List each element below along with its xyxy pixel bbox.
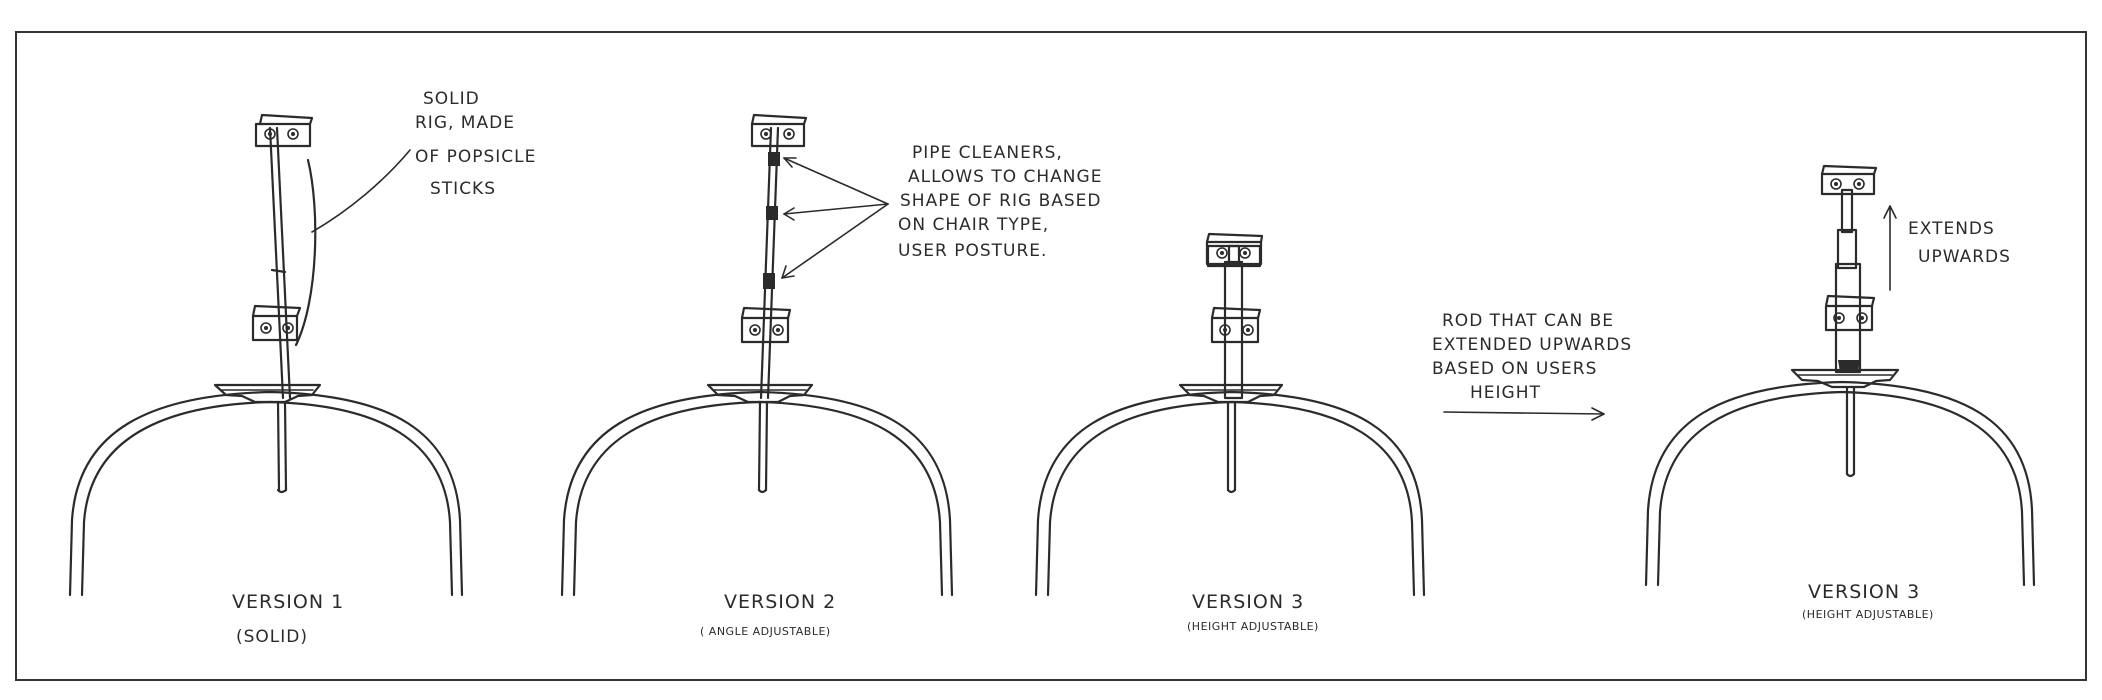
caption-version-3: VERSION 3 [1192,591,1304,613]
right-arrow-icon [1443,407,1605,421]
sketch-version-2: PIPE CLEANERS, ALLOWS TO CHANGE SHAPE OF… [560,113,1102,638]
camera-lower [1824,294,1876,332]
pipe-cleaner-joint [768,152,780,166]
annotation-solid-rig-line-4: STICKS [430,179,496,199]
annotation-pipe-cleaners-line-2: ALLOWS TO CHANGE [908,167,1102,187]
caption-version-1: VERSION 1 [232,591,344,613]
camera-lower [1210,306,1262,344]
annotation-rod-line-3: BASED ON USERS [1432,359,1597,379]
pipe-cleaner-joints [763,152,780,289]
up-arrow-icon [1883,205,1897,291]
solid-rig-bracket-and-leader [294,149,411,347]
subcaption-version-2: ( ANGLE ADJUSTABLE) [700,625,831,638]
telescopic-rod-extended [1834,188,1862,478]
sketch-version-3-extended: EXTENDS UPWARDS VERSION 3 (HEIGHT ADJUST… [1644,164,2036,621]
chair-back-outline [560,390,954,597]
mount-bracket [706,383,814,404]
camera-lower [251,304,302,342]
pipe-cleaner-arrows [781,157,889,279]
subcaption-version-3-extended: (HEIGHT ADJUSTABLE) [1802,608,1934,621]
rig-rod [268,126,292,494]
chair-back-outline [68,390,464,597]
rod-extension-note: ROD THAT CAN BE EXTENDED UPWARDS BASED O… [1432,311,1632,421]
annotation-extends-line-2: UPWARDS [1918,247,2011,267]
sketch-version-1: SOLID RIG, MADE OF POPSICLE STICKS VERSI… [68,89,536,647]
camera-top [1820,164,1878,196]
sketch-version-3: VERSION 3 (HEIGHT ADJUSTABLE) [1034,232,1426,633]
annotation-extends-line-1: EXTENDS [1908,219,1995,239]
chair-back-outline [1034,390,1426,597]
caption-version-3-extended: VERSION 3 [1808,581,1920,603]
annotation-pipe-cleaners-line-3: SHAPE OF RIG BASED [900,191,1101,211]
telescopic-rod [1223,244,1244,494]
mount-bracket [1790,368,1900,389]
pipe-cleaner-joint [763,273,775,289]
camera-top [254,113,314,148]
subcaption-version-3: (HEIGHT ADJUSTABLE) [1187,620,1319,633]
camera-top [1205,232,1264,268]
pipe-cleaner-joint [766,206,778,220]
annotation-rod-line-1: ROD THAT CAN BE [1442,311,1614,331]
mount-bracket [1178,383,1284,404]
annotation-solid-rig-line-1: SOLID [423,89,480,109]
annotation-pipe-cleaners-line-1: PIPE CLEANERS, [912,143,1063,163]
annotation-pipe-cleaners-line-5: USER POSTURE. [898,241,1047,261]
camera-lower [740,306,792,344]
annotation-solid-rig-line-2: RIG, MADE [415,113,515,133]
page-frame [15,31,2087,681]
camera-top [750,113,808,148]
rig-rod [757,126,780,494]
caption-version-2: VERSION 2 [724,591,836,613]
subcaption-version-1: (SOLID) [236,627,308,647]
annotation-rod-line-4: HEIGHT [1470,383,1541,403]
chair-back-outline [1644,380,2036,587]
annotation-solid-rig-line-3: OF POPSICLE [415,147,536,167]
annotation-rod-line-2: EXTENDED UPWARDS [1432,335,1632,355]
annotation-pipe-cleaners-line-4: ON CHAIR TYPE, [898,215,1049,235]
